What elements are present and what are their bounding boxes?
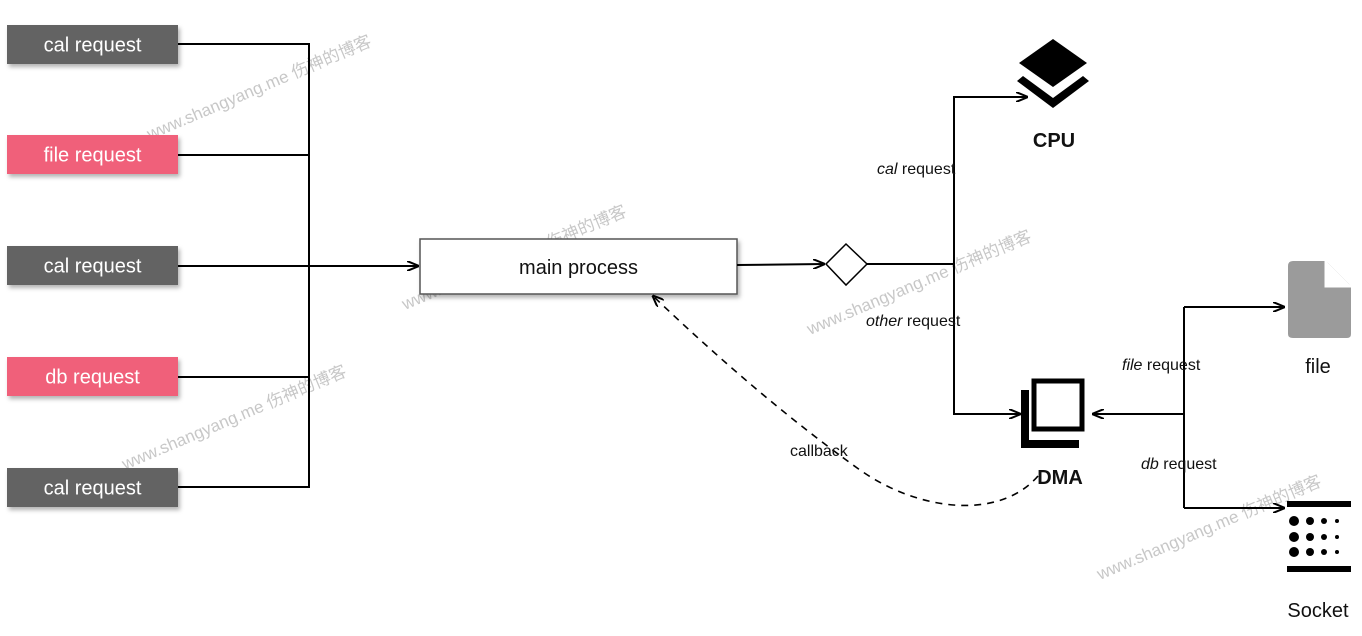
dma-label: DMA (1037, 467, 1083, 489)
request-box-bg (7, 468, 178, 507)
edge-prefix: file (1122, 357, 1143, 374)
edge-main-to-router (736, 264, 824, 265)
file-icon (1288, 261, 1351, 338)
watermarks: www.shangyang.me 伤神的博客 www.shangyang.me … (118, 32, 1324, 584)
cal-request-edge-label: cal request (877, 161, 956, 178)
request-box-bg (7, 135, 178, 174)
socket-label: Socket (1287, 600, 1349, 622)
request-connectors (178, 43, 418, 488)
request-box-bg (7, 357, 178, 396)
router-branches (867, 97, 1027, 414)
request-box-5[interactable]: cal request (7, 468, 178, 507)
callback-label: callback (790, 443, 849, 460)
request-label: cal request (44, 256, 142, 278)
request-label: cal request (44, 35, 142, 57)
request-box-2[interactable]: file request (7, 135, 178, 174)
edge-prefix: db (1141, 456, 1159, 473)
request-box-3[interactable]: cal request (7, 246, 178, 285)
dma-icon (1021, 378, 1085, 448)
request-box-bg (7, 25, 178, 64)
main-process-bg (419, 238, 738, 295)
edge-prefix: cal (877, 161, 898, 178)
edge-suffix: request (902, 313, 960, 330)
edge-suffix: request (1142, 357, 1200, 374)
decision-diamond[interactable] (824, 242, 869, 287)
cpu-label: CPU (1033, 130, 1075, 152)
main-process-box[interactable]: main process (419, 238, 738, 295)
edge-prefix: other (866, 313, 903, 330)
request-box-bg (7, 246, 178, 285)
dma-device-connectors (1093, 307, 1284, 508)
request-label: file request (44, 145, 142, 167)
file-label: file (1305, 356, 1331, 378)
edge-suffix: request (897, 161, 955, 178)
edge-suffix: request (1159, 456, 1217, 473)
other-request-edge-label: other request (866, 313, 961, 330)
socket-icon (1287, 501, 1351, 572)
db-request-edge-label: db request (1141, 456, 1217, 473)
request-label: cal request (44, 478, 142, 500)
request-box-1[interactable]: cal request (7, 25, 178, 64)
main-process-label: main process (519, 257, 638, 279)
callback-edge (653, 296, 1039, 507)
file-request-edge-label: file request (1122, 357, 1201, 374)
request-box-4[interactable]: db request (7, 357, 178, 396)
request-label: db request (45, 367, 140, 389)
layers-icon (1017, 39, 1089, 108)
